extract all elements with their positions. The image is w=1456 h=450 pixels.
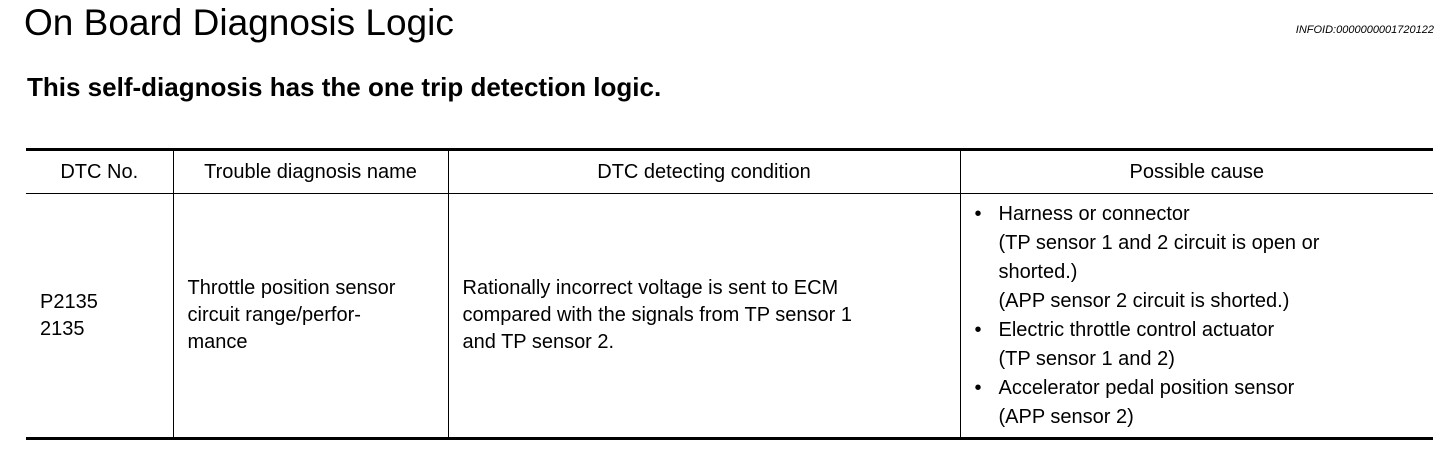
table-row: P2135 2135 Throttle position sensor circ… bbox=[26, 193, 1433, 440]
cause-detail: shorted.) bbox=[998, 260, 1078, 283]
table-header-row: DTC No. Trouble diagnosis name DTC detec… bbox=[26, 148, 1433, 194]
bullet-marker: • bbox=[974, 318, 982, 341]
cause-detail: (APP sensor 2 circuit is shorted.) bbox=[998, 289, 1290, 312]
detecting-condition-line: compared with the signals from TP sensor… bbox=[462, 304, 852, 326]
cause-detail: (TP sensor 1 and 2) bbox=[998, 347, 1175, 370]
cause-label: Accelerator pedal position sensor bbox=[998, 376, 1295, 399]
dtc-code-line: 2135 bbox=[40, 317, 85, 340]
cell-detecting-condition: Rationally incorrect voltage is sent to … bbox=[447, 193, 960, 440]
cause-label: Electric throttle control actuator bbox=[998, 318, 1275, 341]
cell-dtc-no: P2135 2135 bbox=[26, 193, 173, 440]
diagnosis-name-line: Throttle position sensor bbox=[187, 277, 396, 299]
diagnosis-name-line: circuit range/perfor- bbox=[187, 304, 361, 326]
page-title: On Board Diagnosis Logic bbox=[24, 2, 454, 43]
dtc-table: DTC No. Trouble diagnosis name DTC detec… bbox=[26, 148, 1433, 440]
list-item: • Harness or connector (TP sensor 1 and … bbox=[975, 200, 1420, 316]
cell-diagnosis-name: Throttle position sensor circuit range/p… bbox=[172, 193, 448, 440]
section-subtitle: This self-diagnosis has the one trip det… bbox=[27, 72, 662, 102]
cause-detail: (TP sensor 1 and 2 circuit is open or bbox=[998, 231, 1320, 254]
dtc-code-line: P2135 bbox=[40, 290, 98, 313]
column-header-dtc-no: DTC No. bbox=[26, 148, 173, 194]
cause-detail: (APP sensor 2) bbox=[998, 405, 1134, 428]
column-header-possible-cause: Possible cause bbox=[959, 148, 1433, 194]
column-header-detecting-condition: DTC detecting condition bbox=[447, 148, 960, 194]
info-id: INFOID:0000000001720122 bbox=[1295, 24, 1434, 36]
possible-cause-list: • Harness or connector (TP sensor 1 and … bbox=[975, 200, 1420, 432]
column-header-diagnosis-name: Trouble diagnosis name bbox=[172, 148, 448, 194]
list-item: • Accelerator pedal position sensor (APP… bbox=[975, 374, 1420, 432]
cause-label: Harness or connector bbox=[998, 202, 1190, 225]
list-item: • Electric throttle control actuator (TP… bbox=[975, 316, 1420, 374]
detecting-condition-line: and TP sensor 2. bbox=[462, 331, 615, 353]
bullet-marker: • bbox=[974, 376, 982, 399]
diagnosis-name-line: mance bbox=[187, 331, 248, 353]
bullet-marker: • bbox=[974, 202, 982, 225]
cell-possible-cause: • Harness or connector (TP sensor 1 and … bbox=[959, 193, 1433, 440]
detecting-condition-line: Rationally incorrect voltage is sent to … bbox=[462, 277, 839, 299]
